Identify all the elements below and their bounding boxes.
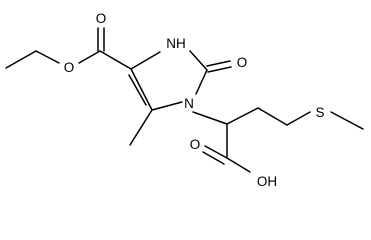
bond-c2-o-double-b — [207, 66, 232, 73]
bond-c4-n3 — [130, 51, 161, 70]
atom-label-nh: NH — [166, 36, 186, 51]
bond-acid-carbon-o-double-a — [204, 145, 228, 159]
atom-label-ring-n: N — [184, 96, 194, 111]
bond-acid-carbon-oh — [226, 157, 251, 173]
chemical-structure: O O NH O N S O OH — [5, 11, 364, 189]
bond-acid-carbon-o-double-b — [202, 151, 225, 165]
atom-label-carbonyl-o: O — [237, 55, 248, 70]
bond-alpha-carbon-beta — [226, 107, 259, 125]
bond-s-methyl — [330, 111, 364, 130]
bond-o-ester-carbon — [78, 50, 101, 64]
bond-gamma-s — [286, 111, 311, 126]
bond-n3-c2 — [189, 50, 208, 71]
bond-c5-c4-b — [128, 74, 147, 106]
atom-label-acid-oh: OH — [257, 174, 277, 189]
atom-label-acid-o: O — [190, 137, 201, 152]
bond-c5-c4-a — [130, 68, 153, 111]
bond-n1-alpha-carbon — [192, 111, 228, 125]
bond-c2-n1 — [195, 69, 208, 95]
bond-c2-o-double-a — [206, 60, 231, 67]
bond-ethyl-ch3-ch2 — [5, 50, 37, 69]
bond-ester-carbon-ring-c4 — [99, 50, 132, 70]
bond-n1-c5 — [151, 101, 183, 111]
bond-c5-methyl — [129, 109, 153, 146]
atom-label-thioether-s: S — [315, 105, 324, 120]
atom-label-ester-o-single: O — [64, 60, 75, 75]
atom-label-ester-o-double: O — [96, 11, 107, 26]
bond-ethyl-ch2-o — [35, 50, 60, 64]
bond-beta-gamma — [257, 107, 288, 126]
